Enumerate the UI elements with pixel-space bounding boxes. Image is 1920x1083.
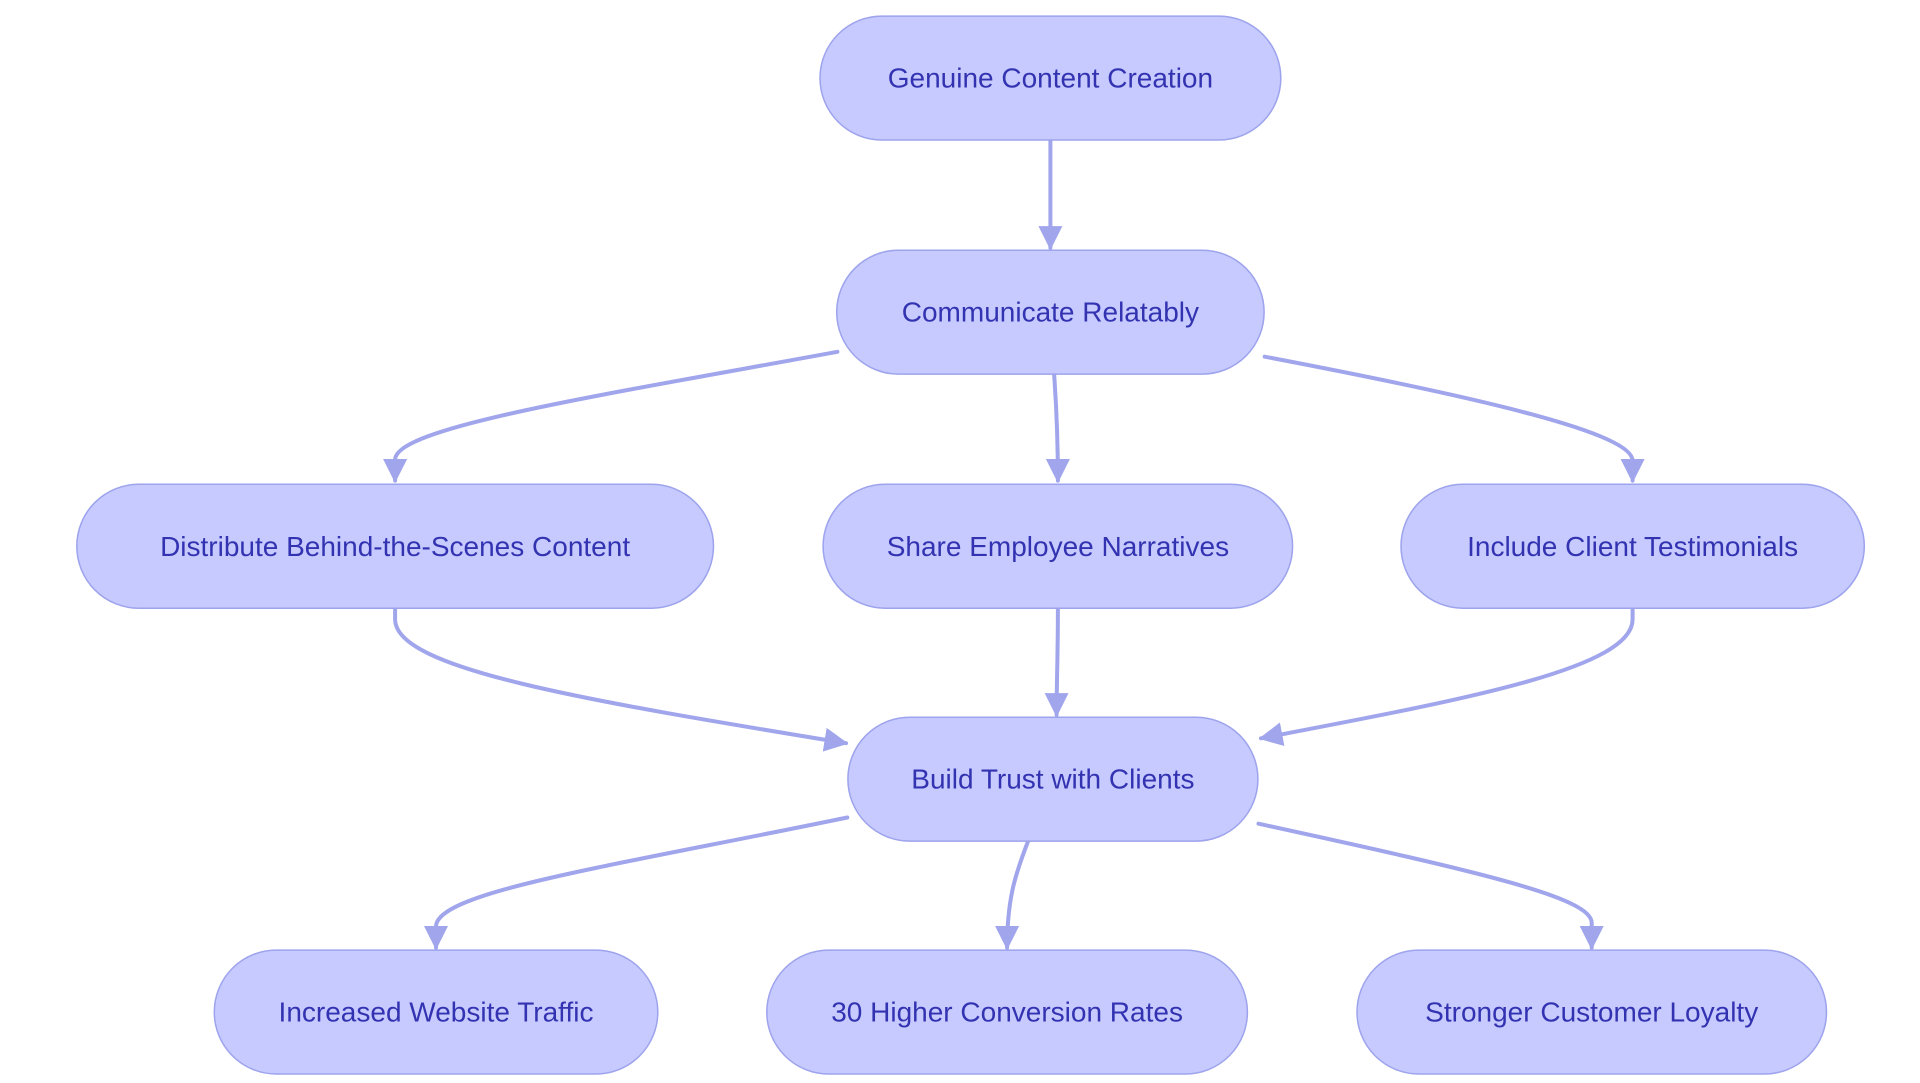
node-shape-employee — [822, 483, 1294, 609]
node-employee: Share Employee Narratives — [822, 483, 1294, 609]
node-shape-genuine — [819, 15, 1282, 141]
node-label-behind: Distribute Behind-the-Scenes Content — [160, 531, 630, 562]
edge-testimonials-to-trust — [1258, 606, 1635, 747]
node-loyalty: Stronger Customer Loyalty — [1356, 949, 1828, 1075]
edge-employee-to-trust — [1044, 606, 1069, 718]
node-shape-behind — [76, 483, 715, 609]
edge-trust-to-loyalty — [1256, 821, 1604, 950]
node-label-testimonials: Include Client Testimonials — [1467, 531, 1798, 562]
edge-communicate-to-testimonials — [1262, 354, 1645, 483]
node-conversion: 30 Higher Conversion Rates — [766, 949, 1249, 1075]
node-label-genuine: Genuine Content Creation — [888, 63, 1213, 94]
node-shape-traffic — [213, 949, 659, 1075]
edge-trust-to-conversion — [995, 839, 1031, 950]
edge-communicate-to-employee — [1045, 372, 1070, 483]
node-behind: Distribute Behind-the-Scenes Content — [76, 483, 715, 609]
edges-layer — [383, 138, 1645, 950]
edge-behind-to-trust — [393, 606, 849, 752]
node-communicate: Communicate Relatably — [835, 249, 1265, 375]
node-testimonials: Include Client Testimonials — [1400, 483, 1866, 609]
edge-trust-to-traffic — [424, 815, 850, 950]
node-shape-testimonials — [1400, 483, 1866, 609]
node-genuine: Genuine Content Creation — [819, 15, 1282, 141]
node-label-employee: Share Employee Narratives — [887, 531, 1229, 562]
edge-communicate-to-behind — [383, 349, 840, 483]
node-trust: Build Trust with Clients — [847, 716, 1259, 842]
node-label-communicate: Communicate Relatably — [902, 297, 1199, 328]
node-traffic: Increased Website Traffic — [213, 949, 659, 1075]
node-label-trust: Build Trust with Clients — [911, 764, 1194, 795]
node-label-traffic: Increased Website Traffic — [279, 997, 594, 1028]
node-shape-communicate — [835, 249, 1265, 375]
node-shape-loyalty — [1356, 949, 1828, 1075]
node-shape-trust — [847, 716, 1259, 842]
node-shape-conversion — [766, 949, 1249, 1075]
node-label-conversion: 30 Higher Conversion Rates — [831, 997, 1183, 1028]
node-label-loyalty: Stronger Customer Loyalty — [1425, 997, 1758, 1028]
